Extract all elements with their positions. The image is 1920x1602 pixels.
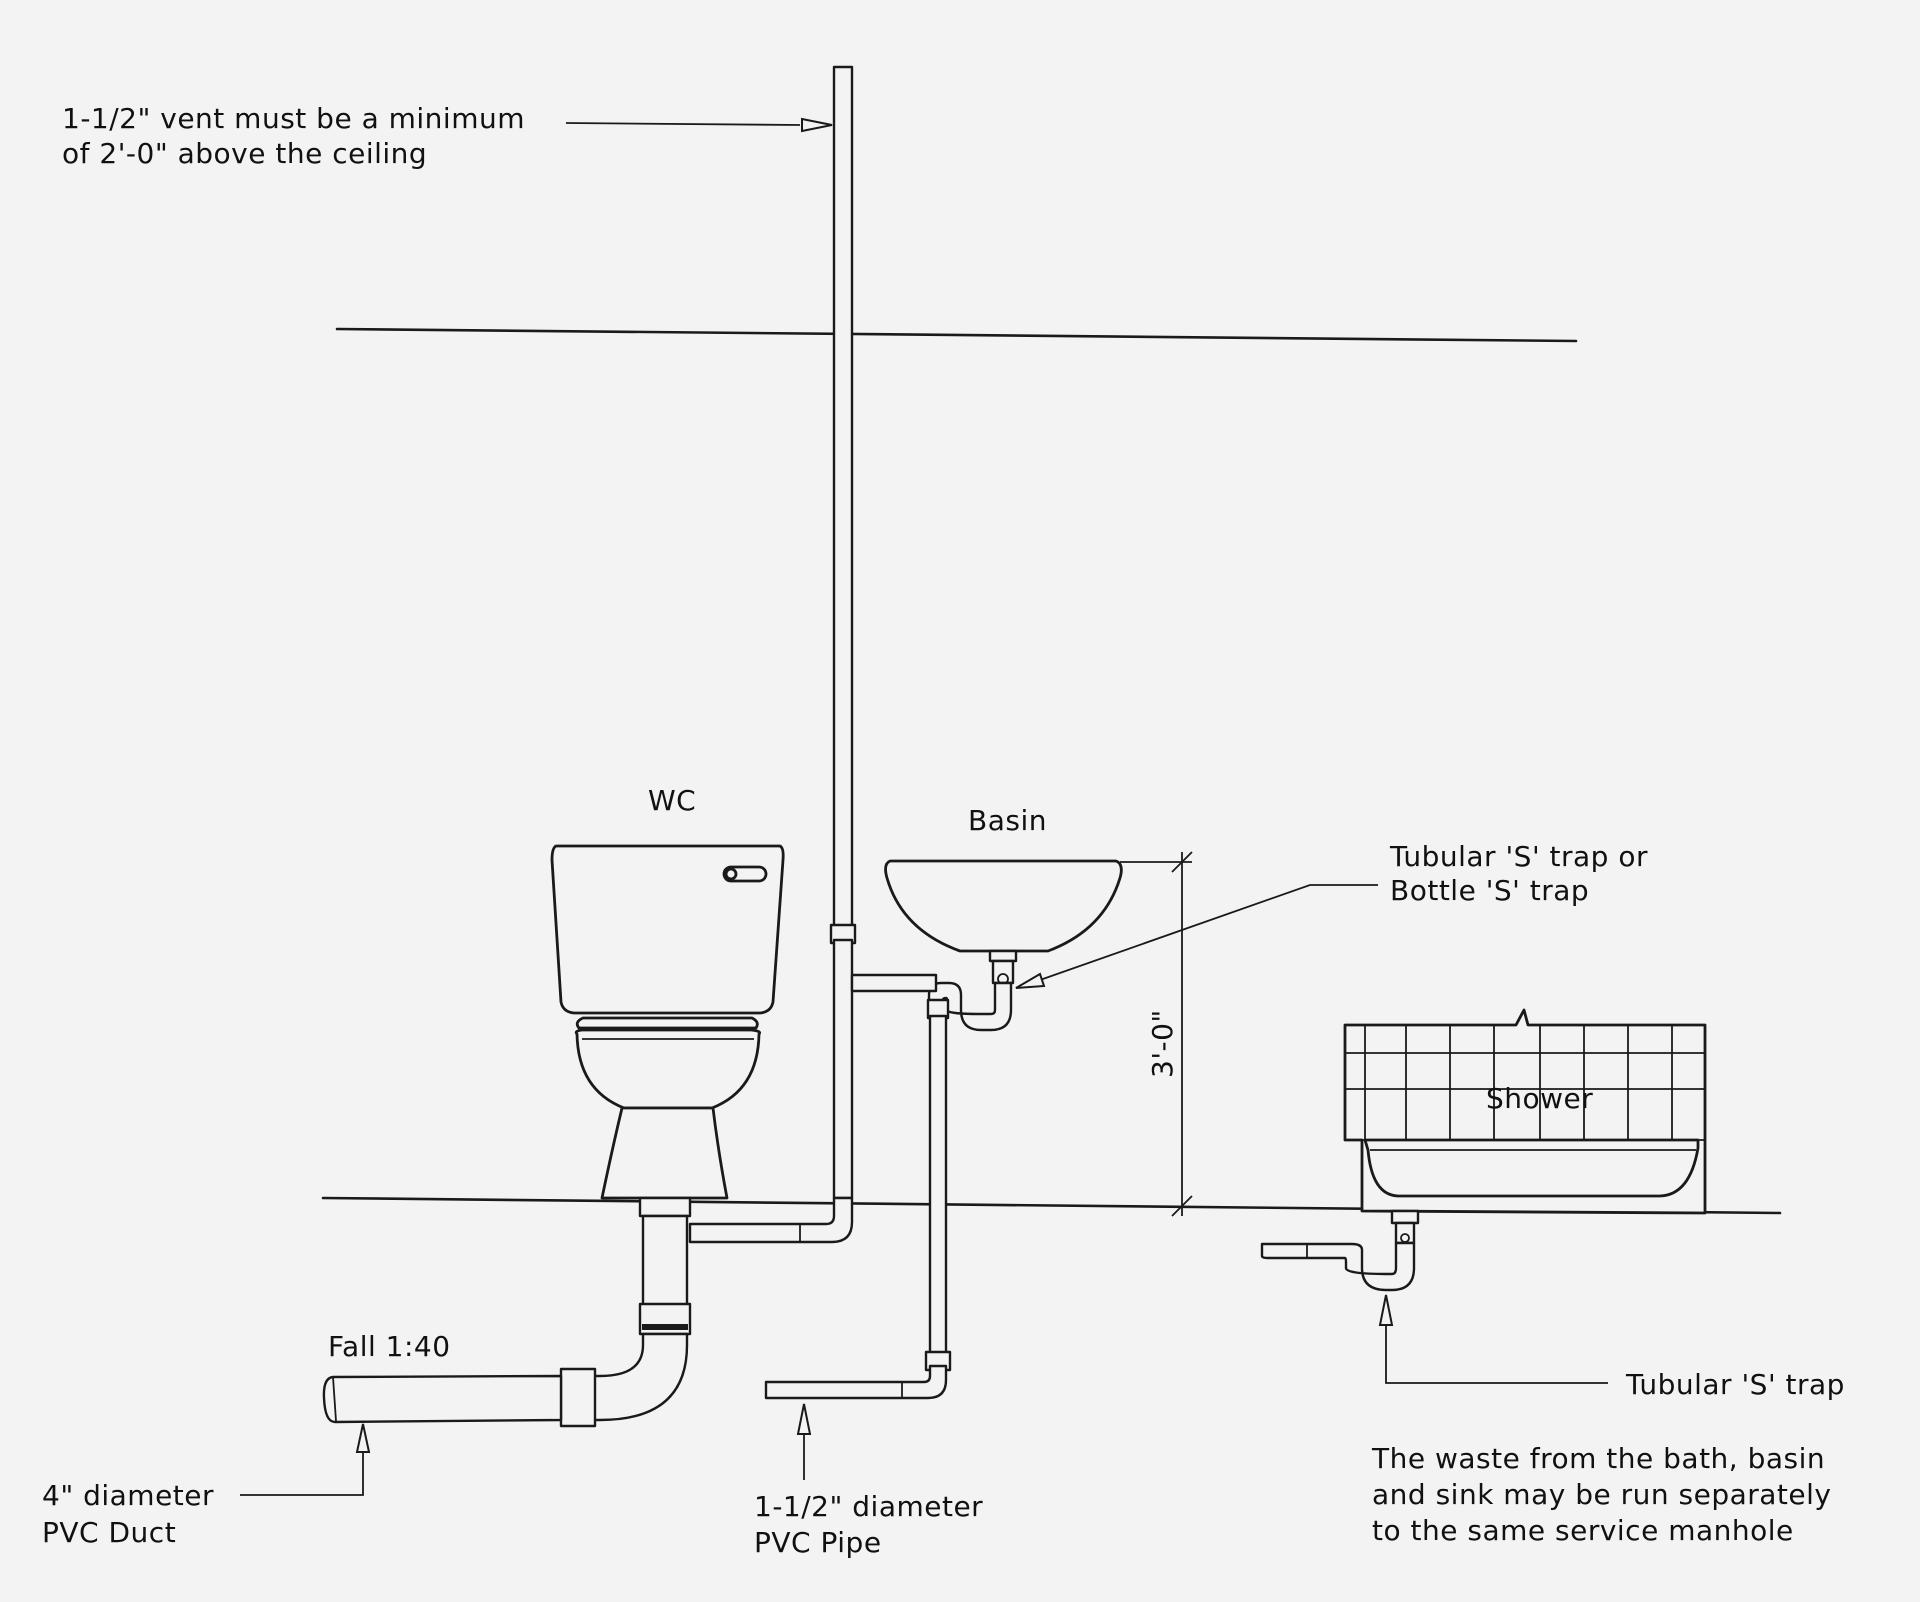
duct-label-line2: PVC Duct xyxy=(42,1516,176,1549)
trap-note-line2: Bottle 'S' trap xyxy=(1390,874,1589,907)
wc-branch-pipe xyxy=(688,1196,854,1244)
basin-label: Basin xyxy=(968,804,1047,837)
wc-fixture xyxy=(550,844,785,1200)
basin-fixture xyxy=(884,859,1123,985)
wc-outlet-duct xyxy=(322,1196,692,1428)
waste-note-line1: The waste from the bath, basin xyxy=(1371,1442,1825,1475)
vent-note-line1: 1-1/2" vent must be a minimum xyxy=(62,102,525,135)
dimension-label: 3'-0" xyxy=(1146,1009,1179,1078)
leader-duct xyxy=(240,1423,371,1496)
wc-label: WC xyxy=(648,784,696,817)
trap-note-line1: Tubular 'S' trap or xyxy=(1389,840,1648,873)
shower-trap-label: Tubular 'S' trap xyxy=(1625,1368,1845,1401)
dimension-3ft xyxy=(1120,851,1193,1217)
pipe-label-line1: 1-1/2" diameter xyxy=(754,1490,983,1523)
fall-label: Fall 1:40 xyxy=(328,1330,451,1363)
leader-trap xyxy=(1015,884,1378,989)
shower-fixture xyxy=(1343,1008,1707,1215)
duct-label-line1: 4" diameter xyxy=(42,1479,214,1512)
waste-note-line3: to the same service manhole xyxy=(1372,1514,1794,1547)
vent-stack xyxy=(829,65,857,1200)
vent-note-line2: of 2'-0" above the ceiling xyxy=(62,137,427,170)
pipe-label-line2: PVC Pipe xyxy=(754,1526,882,1559)
shower-label: Shower xyxy=(1486,1082,1593,1115)
leader-shower-trap xyxy=(1378,1294,1608,1384)
basin-trap xyxy=(764,973,1013,1400)
leader-pipe xyxy=(796,1403,812,1480)
leader-vent xyxy=(565,117,833,133)
shower-trap xyxy=(1260,1209,1420,1292)
ceiling-line xyxy=(335,327,1578,343)
waste-note-line2: and sink may be run separately xyxy=(1372,1478,1832,1511)
